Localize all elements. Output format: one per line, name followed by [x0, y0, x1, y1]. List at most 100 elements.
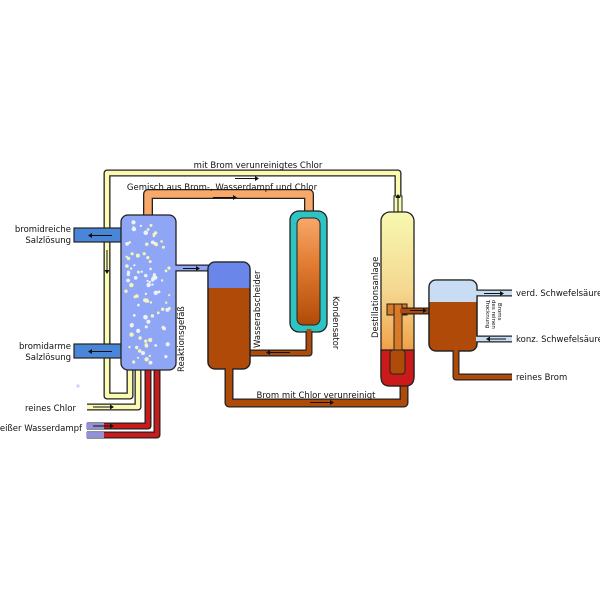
- bubble: [161, 245, 165, 249]
- bubble: [144, 339, 148, 343]
- bubble: [129, 267, 133, 270]
- bubble: [130, 323, 134, 327]
- bubble: [146, 282, 151, 288]
- bubble: [128, 345, 131, 349]
- distillation-column: [380, 195, 415, 387]
- hot-steam-label: heißer Wasserdampf: [0, 424, 83, 434]
- bubble: [126, 270, 130, 274]
- mixture-pipe: [143, 189, 314, 215]
- bubble: [161, 307, 165, 311]
- bubble: [156, 311, 160, 315]
- arrow-right-icon: [93, 404, 114, 410]
- bubble: [148, 280, 151, 284]
- bromine-rich-label-1: bromidreiche: [15, 225, 71, 235]
- bubble: [143, 314, 148, 320]
- bubble: [136, 328, 141, 333]
- bubble: [144, 343, 148, 347]
- bubble: [133, 276, 138, 280]
- pure-chlorine-inlet-pipe: [87, 370, 142, 411]
- bottom-pipe-label: Brom mit Chlor verunreinigt: [257, 391, 377, 401]
- distillation-label: Destillationsanlage: [371, 257, 381, 338]
- bubble: [162, 326, 166, 331]
- bubble: [135, 345, 139, 350]
- bubble: [144, 292, 148, 296]
- bubble: [132, 314, 136, 317]
- arrow-left-icon: [88, 233, 112, 238]
- bubble: [129, 282, 134, 288]
- bubble: [164, 269, 168, 273]
- condenser-label: Kondensator: [330, 296, 340, 350]
- bubble: [144, 298, 149, 303]
- bubble: [137, 349, 142, 353]
- bubble: [137, 303, 140, 307]
- chlorine-recycle-pipe: [103, 169, 402, 388]
- bubble: [144, 273, 148, 278]
- dilute-acid-label: verd. Schwefelsäure: [516, 289, 600, 299]
- bubble: [126, 278, 130, 283]
- drying-label-3: Broms: [496, 303, 502, 321]
- arrow-up-icon: [395, 194, 401, 212]
- bubble: [157, 290, 161, 294]
- bubble: [150, 314, 155, 318]
- drying-vessel: [428, 279, 478, 352]
- bubble: [130, 252, 134, 256]
- bubble: [149, 267, 152, 271]
- bubble: [167, 266, 171, 270]
- bubble: [135, 253, 140, 258]
- bubble: [133, 264, 136, 267]
- conc-acid-label: konz. Schwefelsäure: [516, 335, 600, 345]
- bubble: [148, 337, 153, 343]
- bubble: [128, 241, 131, 244]
- bubble: [138, 336, 142, 340]
- gas-bubbles: [124, 220, 171, 365]
- top-pipe-label: mit Brom verunreinigtes Chlor: [194, 161, 323, 171]
- bubble: [141, 351, 145, 355]
- bubble: [131, 220, 136, 225]
- bromine-poor-label-2: Salzlösung: [25, 353, 71, 363]
- bubble: [143, 230, 149, 235]
- reaction-vessel-label: Reaktionsgefäß: [177, 306, 187, 372]
- bubble: [160, 279, 164, 282]
- bubble: [148, 260, 152, 264]
- bubble: [146, 319, 151, 324]
- bubble: [135, 294, 139, 298]
- bubble: [167, 307, 171, 310]
- bubble: [140, 270, 143, 273]
- bubble: [125, 255, 128, 258]
- arrow-right-icon: [183, 266, 200, 271]
- bubble: [164, 355, 168, 359]
- arrow-right-icon: [235, 176, 259, 181]
- bubble: [126, 256, 131, 261]
- bubble: [151, 283, 154, 286]
- water-separator: [207, 261, 251, 370]
- bubble: [153, 290, 158, 295]
- bubble: [148, 354, 151, 358]
- arrow-left-icon: [88, 349, 112, 354]
- decor-dot: [76, 384, 80, 388]
- bubble: [142, 252, 146, 256]
- pure-chlorine-label: reines Chlor: [25, 404, 77, 414]
- bubble: [160, 240, 163, 243]
- bubble: [132, 360, 136, 364]
- bubble: [148, 360, 153, 365]
- bubble: [136, 270, 140, 274]
- bubble: [165, 342, 170, 347]
- pure-bromine-pipe: [452, 349, 512, 381]
- arrow-left-icon: [266, 350, 290, 355]
- bubble: [145, 242, 149, 246]
- bubble: [132, 226, 135, 229]
- bubble: [124, 289, 128, 293]
- bubble: [144, 357, 149, 362]
- pure-bromine-label: reines Brom: [516, 373, 567, 383]
- flow-arrows: [88, 176, 506, 429]
- condenser: [289, 210, 328, 333]
- drying-label-2: des reinen: [490, 300, 496, 329]
- arrow-right-icon: [213, 195, 237, 200]
- drying-label-1: Trocknung: [484, 299, 490, 328]
- bromine-rich-label-2: Salzlösung: [25, 236, 71, 246]
- bubble: [146, 228, 150, 231]
- bubble: [125, 242, 129, 246]
- bubble: [154, 344, 158, 347]
- arrow-right-icon: [484, 291, 504, 296]
